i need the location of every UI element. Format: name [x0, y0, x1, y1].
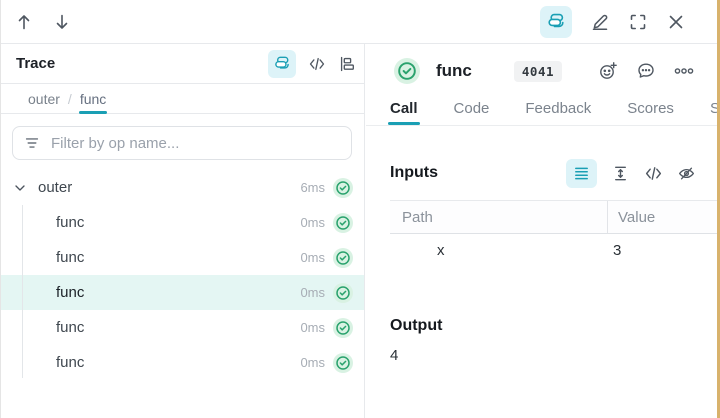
trace-panel-header: Trace	[0, 44, 364, 84]
close-icon[interactable]	[666, 12, 686, 32]
breadcrumb: outer / func	[0, 84, 364, 114]
topbar	[0, 0, 720, 44]
tab-code[interactable]: Code	[453, 100, 490, 117]
tab-call[interactable]: Call	[388, 92, 420, 125]
list-view-icon[interactable]	[566, 158, 597, 188]
stacked-cards-icon[interactable]	[540, 5, 572, 38]
tree-row-label: func	[56, 354, 85, 371]
status-success-icon	[333, 177, 353, 198]
tree-row-label: func	[56, 214, 85, 231]
tree-row-func[interactable]: func 0ms	[0, 275, 364, 310]
window-right-edge-strip	[717, 0, 720, 418]
call-tabs: Call Code Feedback Scores S	[366, 92, 720, 126]
hide-empty-icon[interactable]	[677, 164, 696, 183]
tree-row-duration: 0ms	[300, 320, 325, 335]
tree-row-func[interactable]: func 0ms	[0, 240, 364, 275]
status-success-icon	[333, 317, 353, 338]
pencil-edit-icon[interactable]	[590, 12, 610, 32]
flame-graph-icon[interactable]	[338, 55, 356, 73]
status-success-icon	[333, 247, 353, 268]
breadcrumb-item-func[interactable]: func	[78, 90, 108, 114]
arrow-up-icon[interactable]	[14, 12, 34, 32]
tree-row-label: outer	[38, 179, 73, 196]
status-success-icon	[333, 212, 353, 233]
call-panel: func 4041 Call Code Feedback Scores S Inputs…	[366, 44, 720, 418]
tree-row-duration: 0ms	[300, 355, 325, 370]
tree-row-func[interactable]: func 0ms	[0, 205, 364, 240]
tree-row-label: func	[56, 249, 85, 266]
filter-input[interactable]	[51, 134, 341, 152]
status-success-icon	[394, 58, 420, 84]
column-header-path: Path	[402, 208, 433, 226]
tree-row-label: func	[56, 319, 85, 336]
output-section-header: Output	[390, 317, 696, 335]
tree-row-duration: 6ms	[300, 180, 325, 195]
breadcrumb-item-outer[interactable]: outer	[28, 90, 60, 107]
comment-icon[interactable]	[636, 61, 656, 81]
breadcrumb-separator: /	[67, 90, 72, 107]
trace-panel-title: Trace	[16, 55, 56, 72]
tree-row-duration: 0ms	[300, 215, 325, 230]
filter-icon	[23, 134, 41, 152]
topbar-action-icons	[540, 5, 720, 38]
inputs-heading: Inputs	[390, 164, 438, 181]
trace-panel: Trace outer/func outer6msfunc0msfunc0msf…	[0, 44, 365, 418]
column-header-value: Value	[607, 201, 718, 233]
fullscreen-icon[interactable]	[628, 12, 648, 32]
stacked-cards-icon[interactable]	[268, 49, 296, 78]
code-icon[interactable]	[308, 55, 326, 73]
call-title: func	[436, 61, 472, 80]
tree-row-func[interactable]: func 0ms	[0, 310, 364, 345]
more-options-icon[interactable]	[674, 61, 694, 81]
tree-row-duration: 0ms	[300, 285, 325, 300]
filter-box[interactable]	[12, 126, 352, 160]
tree-row-label: func	[56, 284, 85, 301]
call-count-badge: 4041	[513, 60, 562, 82]
output-heading: Output	[390, 317, 443, 334]
call-actions	[598, 61, 694, 81]
inputs-section-header: Inputs	[366, 158, 720, 188]
add-reaction-icon[interactable]	[598, 61, 618, 81]
trace-toolbar	[268, 49, 356, 78]
topbar-nav-icons	[0, 12, 72, 32]
tab-feedback[interactable]: Feedback	[525, 100, 592, 117]
tab-s[interactable]: S	[709, 100, 720, 117]
inputs-toolbar	[566, 158, 696, 188]
expand-rows-icon[interactable]	[611, 164, 630, 183]
output-value: 4	[390, 347, 399, 364]
tree-row-func[interactable]: func 0ms	[0, 345, 364, 380]
inputs-table-header: Path Value	[390, 200, 718, 234]
tree-row-outer[interactable]: outer 6ms	[0, 170, 364, 205]
status-success-icon	[333, 282, 353, 303]
chevron-down-icon[interactable]	[12, 180, 28, 196]
input-path: x	[437, 241, 445, 259]
call-header: func 4041	[366, 44, 720, 84]
status-success-icon	[333, 352, 353, 373]
tree-indent-guide	[22, 205, 23, 378]
arrow-down-icon[interactable]	[52, 12, 72, 32]
code-icon[interactable]	[644, 164, 663, 183]
tree-row-duration: 0ms	[300, 250, 325, 265]
window-left-edge	[0, 0, 1, 418]
tab-scores[interactable]: Scores	[627, 100, 674, 117]
input-value: 3	[613, 241, 622, 259]
